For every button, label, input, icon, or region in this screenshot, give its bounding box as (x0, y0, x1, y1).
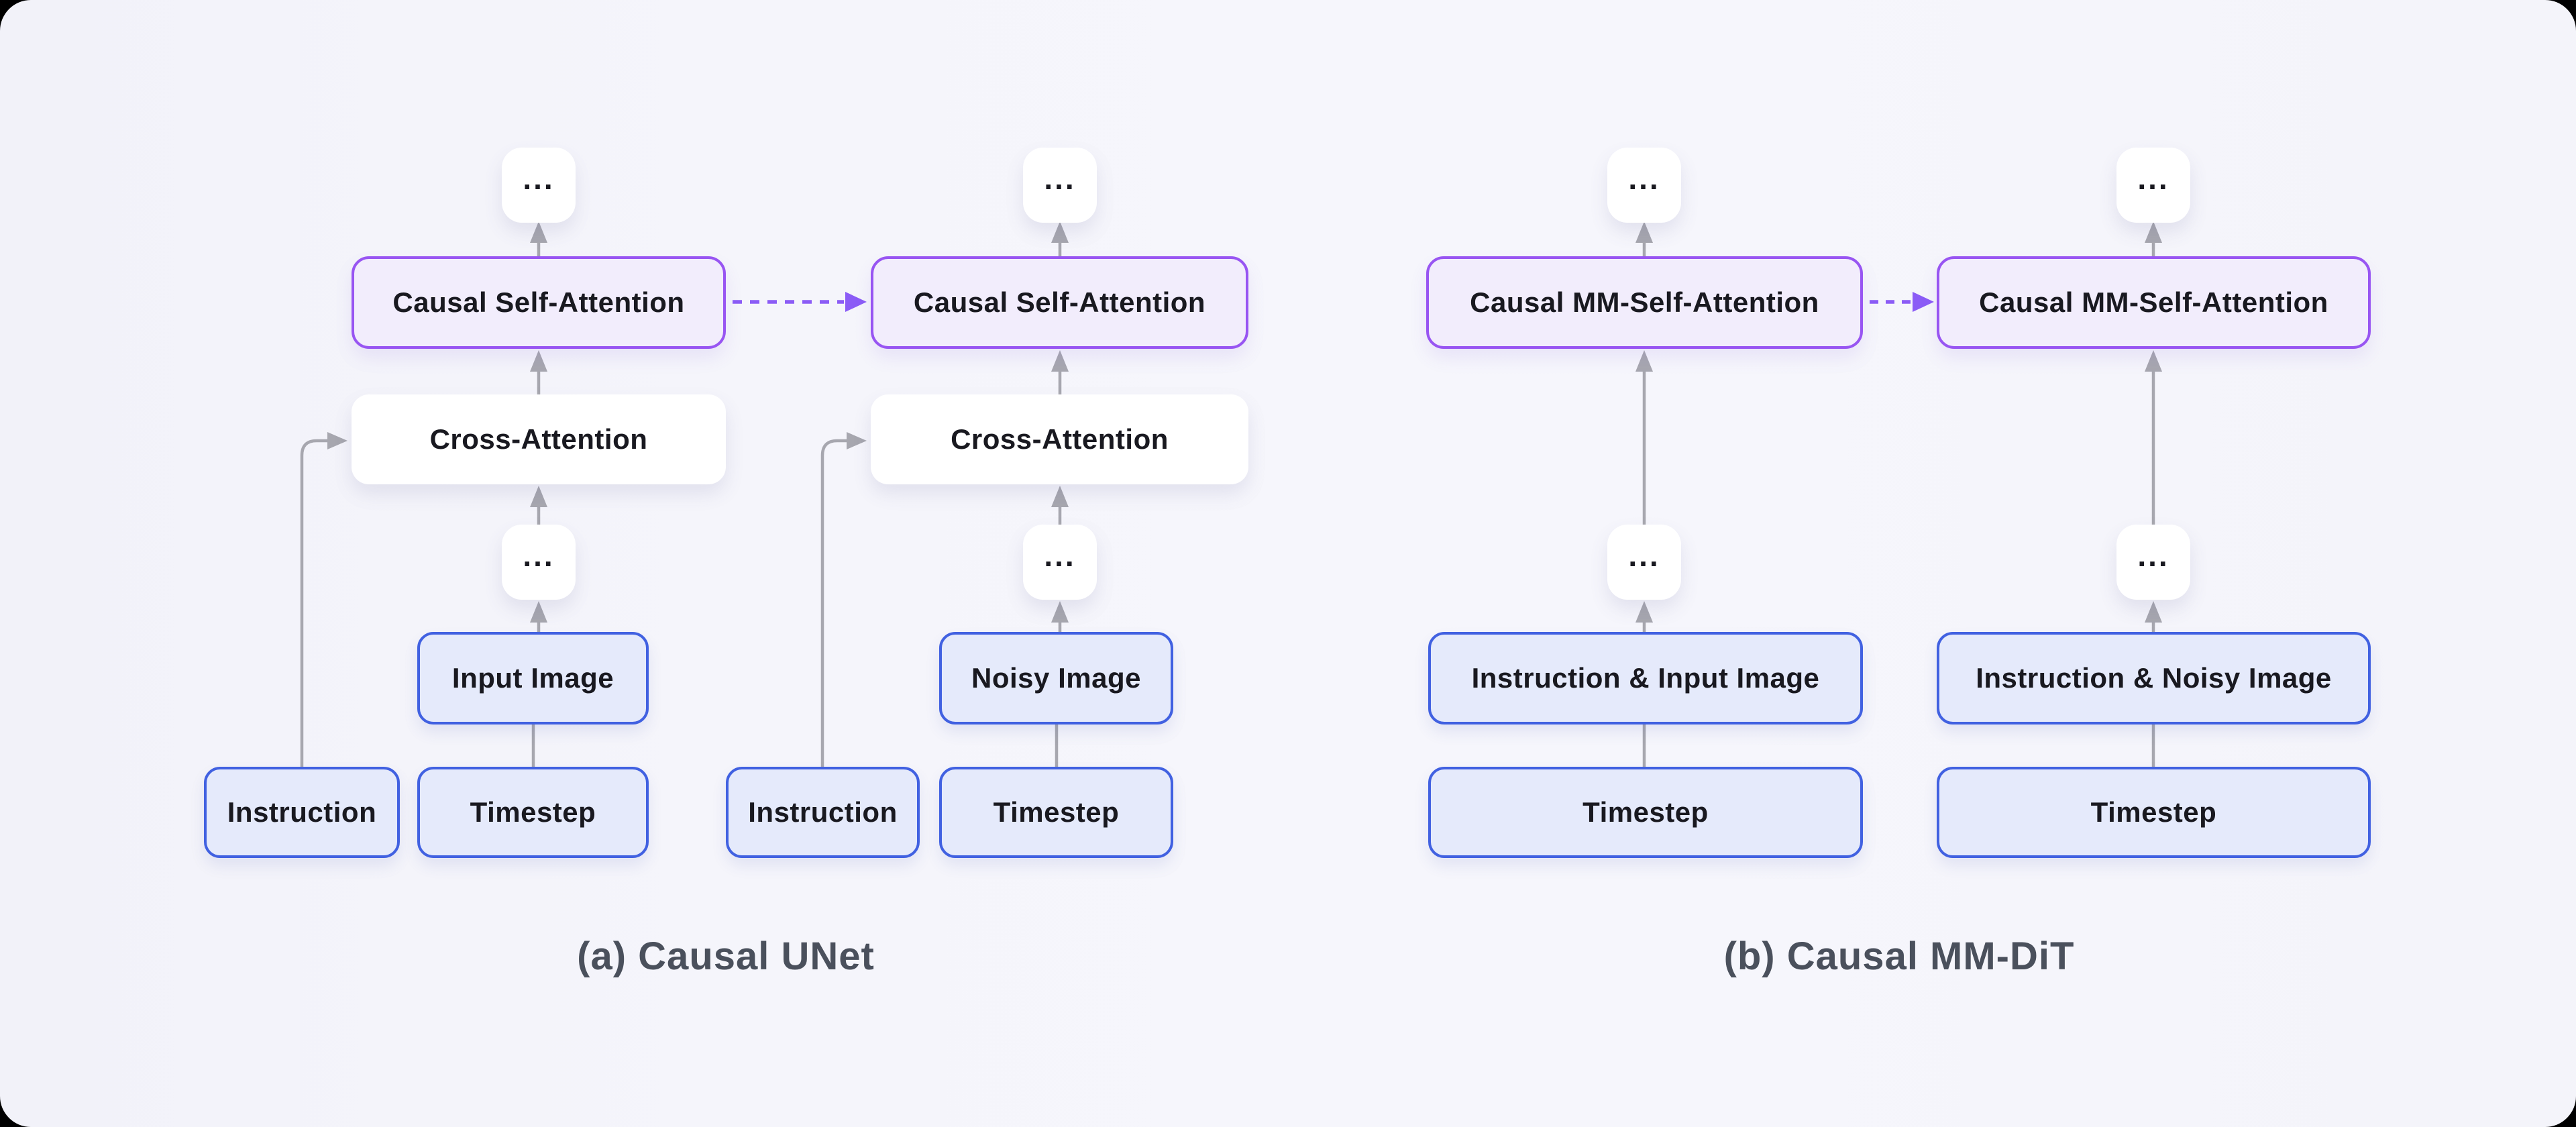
a2-mid-ellipsis-box: ... (1023, 525, 1097, 600)
gray-arrowheads (327, 221, 2162, 623)
ellipsis-label: ... (1628, 161, 1660, 196)
panel-a-caption: (a) Causal UNet (577, 934, 875, 978)
a2-causal-self-attention-box: Causal Self-Attention (871, 256, 1248, 349)
b1-mid-ellipsis-box: ... (1607, 525, 1681, 600)
b2-top-ellipsis-box: ... (2116, 148, 2190, 223)
block-label: Timestep (1582, 796, 1709, 828)
block-label: Instruction & Input Image (1471, 662, 1820, 694)
b1-top-ellipsis-box: ... (1607, 148, 1681, 223)
ellipsis-label: ... (1044, 161, 1076, 196)
a2-top-ellipsis-box: ... (1023, 148, 1097, 223)
block-label: Input Image (451, 662, 614, 694)
a1-timestep-box: Timestep (417, 767, 649, 858)
a1-cross-attention-box: Cross-Attention (352, 394, 726, 484)
block-label: Cross-Attention (429, 423, 648, 455)
ellipsis-label: ... (523, 538, 555, 573)
ellipsis-label: ... (1044, 538, 1076, 573)
block-label: Timestep (470, 796, 596, 828)
block-label: Causal MM-Self-Attention (1470, 286, 1819, 318)
a2-timestep-box: Timestep (939, 767, 1173, 858)
a1-mid-ellipsis-box: ... (502, 525, 576, 600)
a1-instruction-box: Instruction (204, 767, 400, 858)
a1-input-image-box: Input Image (417, 632, 649, 724)
b1-instruction-input-image-box: Instruction & Input Image (1428, 632, 1863, 724)
a1-top-ellipsis-box: ... (502, 148, 576, 223)
block-label: Timestep (2090, 796, 2217, 828)
block-label: Instruction & Noisy Image (1976, 662, 2332, 694)
block-label: Causal Self-Attention (392, 286, 685, 318)
ellipsis-label: ... (523, 161, 555, 196)
block-label: Instruction (227, 796, 377, 828)
block-label: Instruction (748, 796, 898, 828)
ellipsis-label: ... (2137, 538, 2169, 573)
block-label: Timestep (993, 796, 1120, 828)
block-label: Causal MM-Self-Attention (1979, 286, 2328, 318)
b2-causal-mm-self-attention-box: Causal MM-Self-Attention (1937, 256, 2371, 349)
b2-mid-ellipsis-box: ... (2116, 525, 2190, 600)
a2-cross-attention-box: Cross-Attention (871, 394, 1248, 484)
b2-instruction-noisy-image-box: Instruction & Noisy Image (1937, 632, 2371, 724)
dotted-causal-arrows (733, 292, 1934, 312)
a2-noisy-image-box: Noisy Image (939, 632, 1173, 724)
b1-causal-mm-self-attention-box: Causal MM-Self-Attention (1426, 256, 1863, 349)
ellipsis-label: ... (1628, 538, 1660, 573)
gray-connector-lines (300, 241, 2155, 767)
b1-timestep-box: Timestep (1428, 767, 1863, 858)
a2-instruction-box: Instruction (726, 767, 920, 858)
b2-timestep-box: Timestep (1937, 767, 2371, 858)
ellipsis-label: ... (2137, 161, 2169, 196)
block-label: Noisy Image (971, 662, 1141, 694)
block-label: Causal Self-Attention (913, 286, 1206, 318)
panel-b-caption: (b) Causal MM-DiT (1723, 934, 2075, 978)
a1-causal-self-attention-box: Causal Self-Attention (352, 256, 726, 349)
block-label: Cross-Attention (951, 423, 1169, 455)
